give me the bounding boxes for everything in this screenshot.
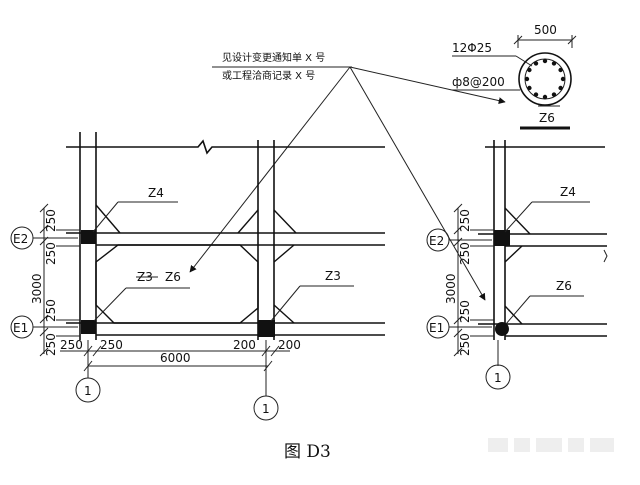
- label-z6-right: Z6: [556, 279, 572, 293]
- detail-rebar-dots: [524, 58, 566, 100]
- change-note: 见设计变更通知单 X 号 或工程洽商记录 X 号: [189, 51, 506, 301]
- svg-text:3000: 3000: [444, 273, 458, 304]
- svg-text:200: 200: [278, 338, 301, 352]
- svg-text:3000: 3000: [30, 273, 44, 304]
- left-column-e2: [81, 230, 96, 244]
- right-column-e1-round: [495, 322, 509, 336]
- detail-stirrups: ф8@200: [452, 75, 505, 89]
- figure-caption: 图 D3: [284, 442, 331, 462]
- svg-text:E2: E2: [429, 234, 444, 248]
- note-line-1: 见设计变更通知单 X 号: [222, 51, 325, 64]
- grid-bubble-1-mid: [253, 395, 279, 421]
- svg-text:250: 250: [458, 242, 472, 265]
- detail-stirrup-circle: [524, 58, 566, 100]
- left-top-break-line: [66, 139, 385, 155]
- leader-to-detail: [349, 66, 506, 105]
- right-column-e2: [494, 230, 510, 246]
- grid-bubble-1-right: [485, 364, 511, 390]
- left-column-e1: [81, 320, 96, 334]
- detail-outer-circle: [518, 52, 572, 106]
- detail-width: 500: [534, 23, 557, 37]
- svg-text:1: 1: [84, 384, 92, 398]
- note-line-2: 或工程洽商记录 X 号: [222, 69, 315, 82]
- svg-text:250: 250: [44, 209, 58, 232]
- grid-bubble-1-left: [75, 377, 101, 403]
- label-z3-mid: Z3: [325, 269, 341, 283]
- detail-main-bars: 12Φ25: [452, 41, 492, 55]
- svg-text:250: 250: [60, 338, 83, 352]
- svg-text:250: 250: [458, 333, 472, 356]
- right-plan: Z4 Z6 E2 E1 250 250 3000 250 250 1: [426, 140, 608, 390]
- svg-text:1: 1: [494, 371, 502, 385]
- mid-column-e1: [258, 320, 275, 337]
- svg-text:250: 250: [458, 300, 472, 323]
- svg-text:250: 250: [44, 299, 58, 322]
- svg-text:250: 250: [100, 338, 123, 352]
- leader-to-right-z6: [349, 66, 486, 301]
- label-z4-right: Z4: [560, 185, 576, 199]
- left-plan: Z4 Z3 Z6 Z3 E2 E1 250 250 3000 2: [10, 132, 385, 421]
- svg-text:E1: E1: [429, 321, 444, 335]
- watermark-blur: [488, 438, 614, 452]
- svg-text:200: 200: [233, 338, 256, 352]
- svg-text:E1: E1: [13, 321, 28, 335]
- svg-text:250: 250: [44, 242, 58, 265]
- left-lower-slab-outline: [95, 244, 259, 324]
- span-6000: 6000: [160, 351, 191, 365]
- svg-text:E2: E2: [13, 232, 28, 246]
- svg-text:250: 250: [458, 209, 472, 232]
- detail-name: Z6: [539, 111, 555, 125]
- svg-text:1: 1: [262, 402, 270, 416]
- z6-section-detail: 500 12Φ25 ф8@200 Z6: [452, 23, 577, 130]
- leader-to-left-z6: [189, 66, 351, 273]
- label-z4-left: Z4: [148, 186, 164, 200]
- svg-text:250: 250: [44, 333, 58, 356]
- label-z6-new: Z6: [165, 270, 181, 284]
